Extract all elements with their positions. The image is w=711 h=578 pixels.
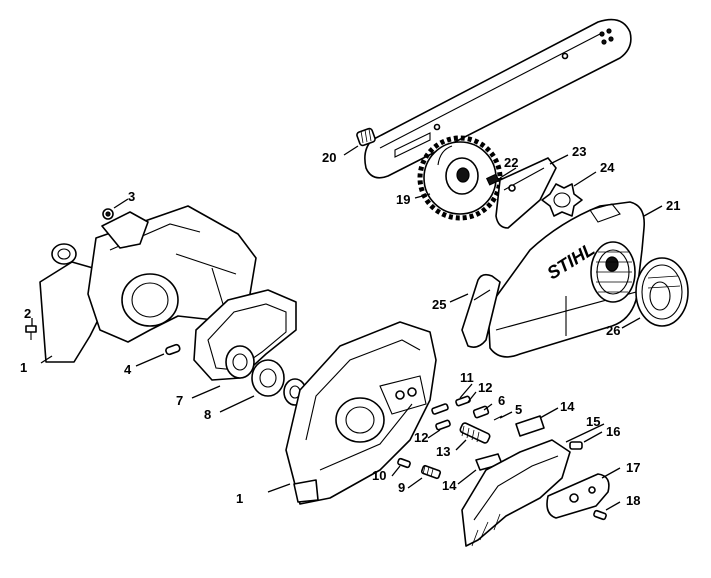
callout-21: 21 [666,198,680,213]
part-22-screw [485,173,500,186]
left-housing [39,205,257,363]
callout-25: 25 [432,297,446,312]
callout-2: 2 [24,306,31,321]
part-15-assembly [461,439,571,547]
part-2-screw [25,325,37,340]
callout-10: 10 [372,468,386,483]
part-23-plate [495,157,557,229]
callout-14-top: 14 [560,399,575,414]
callout-1-left: 1 [20,360,27,375]
callout-labels: 1 1 2 3 4 5 6 7 8 9 10 11 12 12 13 14 14… [20,144,680,508]
callout-14-bottom: 14 [442,478,457,493]
part-8-bearings [225,345,307,406]
callout-17: 17 [626,460,640,475]
part-13-screw [459,422,491,444]
part-7-gasket [193,289,297,381]
callout-6: 6 [498,393,505,408]
callout-26: 26 [606,323,620,338]
callout-5: 5 [515,402,522,417]
guide-bar [364,18,632,179]
callout-16: 16 [606,424,620,439]
callout-7: 7 [176,393,183,408]
callout-18: 18 [626,493,640,508]
part-16-screw [569,441,583,450]
callout-19: 19 [396,192,410,207]
callout-22: 22 [504,155,518,170]
callout-8: 8 [204,407,211,422]
callout-23: 23 [572,144,586,159]
callout-9: 9 [398,480,405,495]
leader-lines [31,145,663,511]
callout-4: 4 [124,362,132,377]
part-18-screw [593,509,607,521]
callout-24: 24 [600,160,615,175]
part-17-plate [546,473,610,519]
crankcase-right [285,321,437,505]
part-25-strip [461,273,501,348]
callout-11: 11 [460,370,474,385]
part-3-screw [102,208,114,220]
callout-20: 20 [322,150,336,165]
callout-3: 3 [128,189,135,204]
part-26-disc [635,257,689,327]
callout-15: 15 [586,414,600,429]
callout-13: 13 [436,444,450,459]
callout-12-top: 12 [478,380,492,395]
callout-1-right: 1 [236,491,243,506]
callout-12-bottom: 12 [414,430,428,445]
part-4-pin [165,343,181,356]
part-24-star-knob [541,183,583,217]
part-21-sprocket-cover: STIHL [487,201,646,358]
part-20-nut [356,127,376,147]
part-9-10-screws [397,457,442,480]
